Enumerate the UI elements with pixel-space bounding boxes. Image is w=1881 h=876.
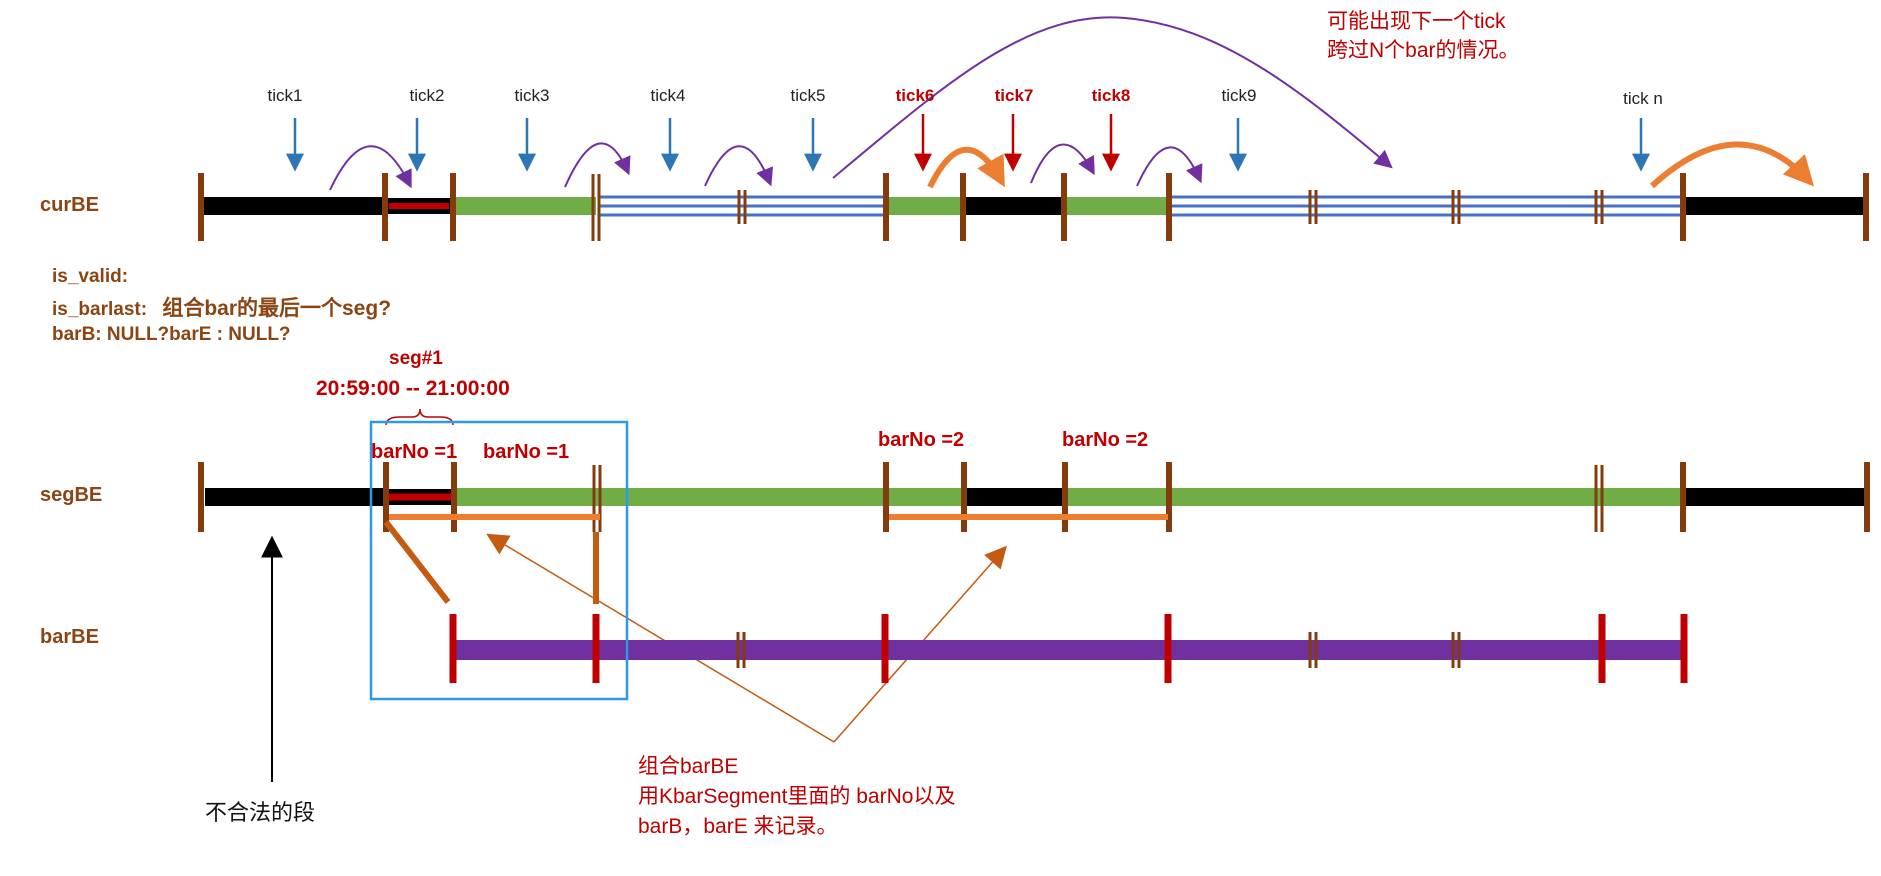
- row-label-barbe: barBE: [40, 626, 99, 648]
- purple-curved-arrow-1: [329, 145, 412, 191]
- row-label-segbe: segBE: [40, 484, 103, 506]
- purple-curved-arrow-5: [1136, 146, 1203, 187]
- purple-curved-arrow-3: [704, 145, 774, 187]
- seg1-time-range: 20:59:00 -- 21:00:00: [316, 377, 510, 400]
- tick-label-n: tick n: [1623, 89, 1663, 108]
- tick-label-7: tick7: [994, 86, 1034, 105]
- note-tick-span-line2: 跨过N个bar的情况。: [1327, 39, 1520, 62]
- note-combine-line3: barB，barE 来记录。: [638, 815, 838, 838]
- flag-is-valid: is_valid:: [52, 266, 129, 287]
- note-combine-line1: 组合barBE: [638, 755, 739, 778]
- segbe-orange-connector-diagonal: [383, 520, 451, 604]
- flag-barb-bare: barB: NULL?barE : NULL?: [52, 324, 291, 345]
- tick-label-4: tick4: [650, 86, 686, 105]
- note-combine-line2: 用KbarSegment里面的 barNo以及: [638, 785, 956, 808]
- flag-is-barlast-desc: 组合bar的最后一个seg?: [162, 297, 392, 320]
- tick-label-9: tick9: [1221, 86, 1257, 105]
- purple-curved-arrow-2: [564, 142, 631, 188]
- barno-label-3: barNo =2: [878, 429, 965, 451]
- note-tick-span-line1: 可能出现下一个tick: [1327, 10, 1506, 33]
- tick-label-8: tick8: [1091, 86, 1131, 105]
- note-arrow-to-bracket-1: [486, 533, 835, 743]
- tick-label-2: tick2: [409, 86, 445, 105]
- highlight-box-seg1: [369, 420, 629, 701]
- tick-label-6: tick6: [895, 86, 935, 105]
- orange-curved-arrow-1: [927, 146, 1005, 189]
- seg1-title: seg#1: [389, 348, 443, 369]
- invalid-segment-label: 不合法的段: [205, 800, 316, 825]
- barno-label-2: barNo =1: [483, 441, 570, 463]
- orange-curved-arrow-2: [1649, 141, 1815, 189]
- barno-label-1: barNo =1: [371, 441, 458, 463]
- row-label-curbe: curBE: [40, 194, 99, 216]
- tick-label-1: tick1: [267, 86, 303, 105]
- seg1-brace: [385, 408, 454, 426]
- purple-curved-arrow-4: [1030, 143, 1095, 184]
- flag-is-barlast-label: is_barlast:: [52, 299, 148, 320]
- purple-big-arc-arrow: [832, 16, 1393, 179]
- barno-label-4: barNo =2: [1062, 429, 1149, 451]
- flag-is-barlast: is_barlast: 组合bar的最后一个seg?: [52, 296, 391, 322]
- tick-label-5: tick5: [790, 86, 826, 105]
- tick-label-3: tick3: [514, 86, 550, 105]
